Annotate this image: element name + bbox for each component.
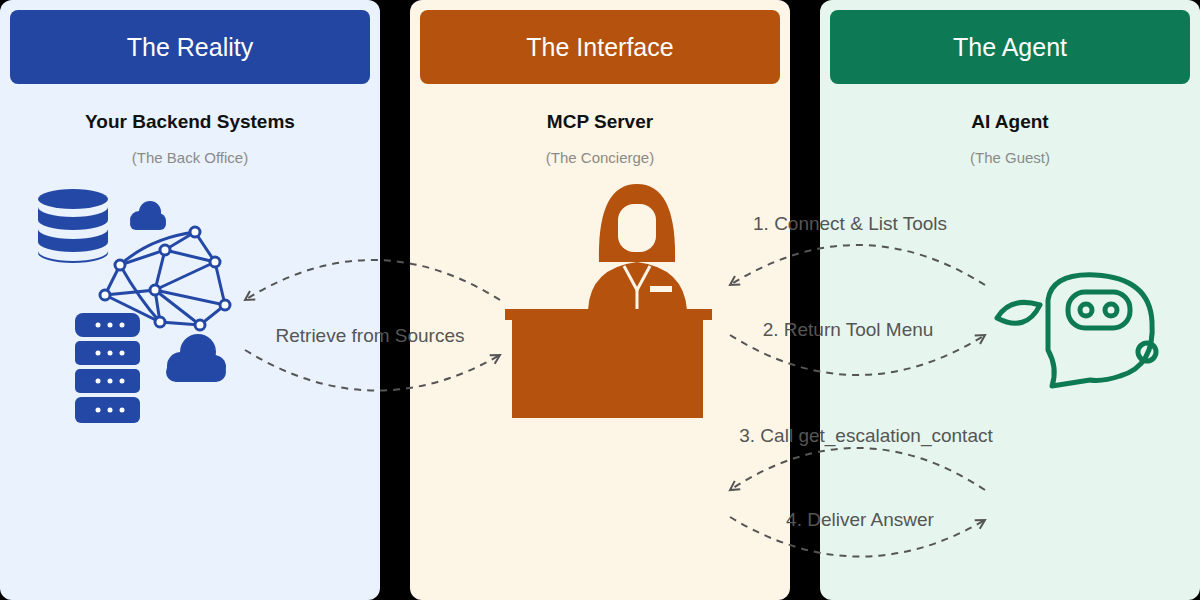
database-icon xyxy=(38,229,108,252)
column-header: The Interface xyxy=(420,10,780,84)
entity-subtitle: (The Guest) xyxy=(840,146,1180,170)
cloud-icon xyxy=(130,201,166,230)
entity-title: MCP Server xyxy=(430,110,770,134)
entity-title: Your Backend Systems xyxy=(20,110,360,134)
step-label: 2. Return Tool Menu xyxy=(763,319,934,341)
dashed-connector xyxy=(245,350,500,391)
database-icon xyxy=(38,251,108,263)
backend-icons xyxy=(38,189,226,423)
dashed-connector xyxy=(730,448,985,490)
concierge-icon xyxy=(505,184,712,418)
cloud-icon xyxy=(166,334,226,382)
network-icon xyxy=(100,227,230,330)
dashed-connector xyxy=(730,335,985,375)
step-label: 4. Deliver Answer xyxy=(786,509,934,531)
step-label: Retrieve from Sources xyxy=(275,325,464,347)
dashed-connector xyxy=(245,260,500,300)
step-label: 3. Call get_escalation_contact xyxy=(739,425,993,447)
column-header: The Agent xyxy=(830,10,1190,84)
robot-icon xyxy=(997,275,1156,386)
entity-block: AI Agent(The Guest) xyxy=(985,100,1175,540)
database-icon xyxy=(38,207,108,230)
column-header: The Reality xyxy=(10,10,370,84)
database-icon xyxy=(38,189,108,209)
column-panel: The RealityYour Backend Systems (The Back… xyxy=(0,0,380,600)
server-icon xyxy=(75,313,140,423)
entity-title: AI Agent xyxy=(840,110,1180,134)
entity-subtitle: (The Concierge) xyxy=(430,146,770,170)
dashed-connector xyxy=(730,245,985,285)
step-label: 1. Connect & List Tools xyxy=(753,213,947,235)
entity-subtitle: (The Back Office) xyxy=(20,146,360,170)
